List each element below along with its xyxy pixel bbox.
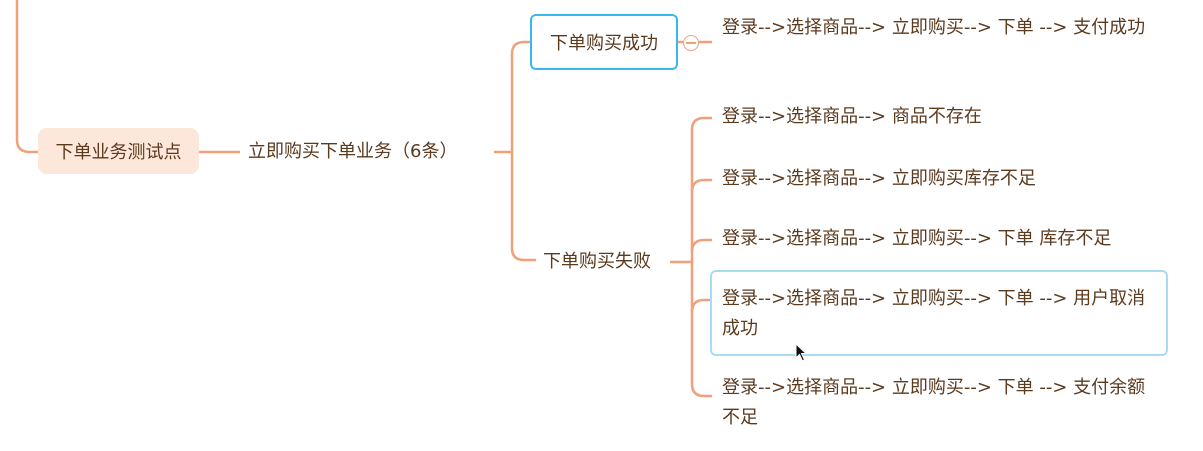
failure-item-3[interactable]: 登录-->选择商品--> 立即购买--> 下单 --> 用户取消成功 [722,288,1146,339]
root-label: 下单业务测试点 [55,142,182,163]
connector-parent [15,0,38,154]
failure-item-2[interactable]: 登录-->选择商品--> 立即购买--> 下单 库存不足 [722,228,1112,249]
mouse-cursor-icon [795,343,808,362]
failure-node[interactable]: 下单购买失败 [543,251,651,272]
connector-failure-trunk [690,116,712,398]
collapse-icon[interactable] [683,35,699,51]
hover-highlight [710,270,1168,356]
success-label: 下单购买成功 [550,33,658,54]
failure-item-4[interactable]: 登录-->选择商品--> 立即购买--> 下单 --> 支付余额不足 [722,377,1146,428]
branch-node[interactable]: 立即购买下单业务（6条） [248,141,458,162]
root-node[interactable]: 下单业务测试点 [38,128,199,174]
failure-item-0[interactable]: 登录-->选择商品--> 商品不存在 [722,106,982,127]
failure-item-1[interactable]: 登录-->选择商品--> 立即购买库存不足 [722,168,1036,189]
success-item-0[interactable]: 登录-->选择商品--> 立即购买--> 下单 --> 支付成功 [722,17,1146,38]
connector-branch-children [510,40,536,262]
success-node[interactable]: 下单购买成功 [530,14,678,70]
